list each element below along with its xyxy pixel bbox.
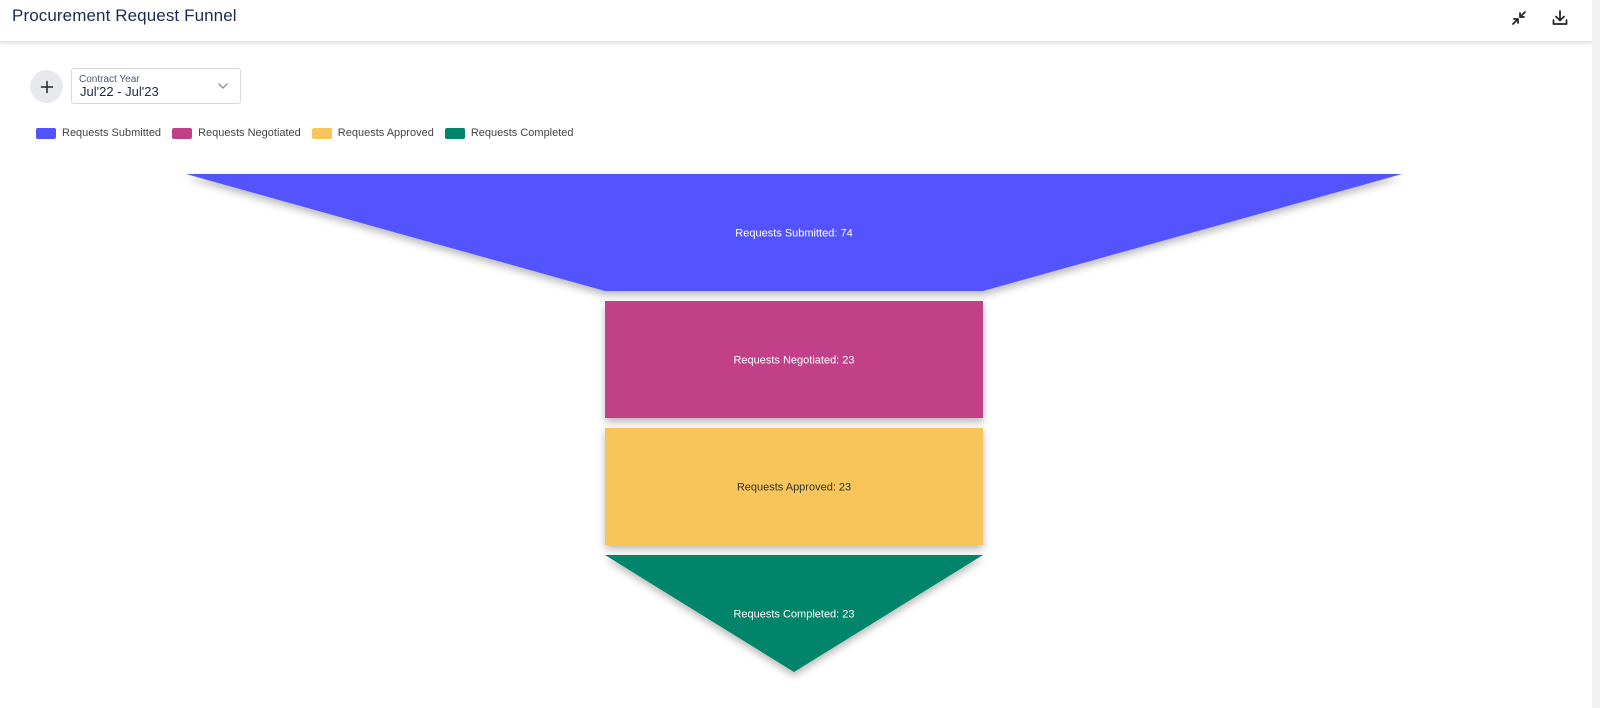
page-title: Procurement Request Funnel [12,6,237,25]
legend-item-approved[interactable]: Requests Approved [311,127,434,139]
collapse-arrows-icon [1512,11,1526,25]
legend-label: Requests Negotiated [198,127,301,139]
funnel-segment-2[interactable] [605,301,983,418]
chart-legend: Requests Submitted Requests Negotiated R… [36,125,585,141]
legend-label: Requests Approved [337,127,434,139]
legend-swatch [36,127,56,139]
funnel-segment-4[interactable] [605,555,983,672]
plus-icon [40,80,53,93]
legend-swatch [172,127,193,139]
funnel-segment-label-3: Requests Approved: 23 [737,482,851,494]
funnel-segment-1[interactable] [186,174,1402,291]
panel-header: Procurement Request Funnel [0,0,1592,42]
funnel-segment-label-1: Requests Submitted: 74 [735,228,852,240]
legend-label: Requests Submitted [62,127,162,139]
download-button[interactable] [1548,6,1572,30]
legend-label: Requests Completed [470,127,574,139]
scrollbar[interactable] [1592,0,1600,708]
funnel-segment-label-4: Requests Completed: 23 [733,609,854,621]
funnel-segment-3[interactable] [605,428,983,545]
legend-item-negotiated[interactable]: Requests Negotiated [172,127,301,139]
funnel-segment-label-2: Requests Negotiated: 23 [733,355,854,367]
collapse-button[interactable] [1507,6,1531,30]
contract-year-value: Jul'22 - Jul'23 [80,84,159,99]
legend-swatch [311,127,332,139]
download-icon [1552,10,1568,25]
legend-item-submitted[interactable]: Requests Submitted [36,127,161,139]
add-filter-button[interactable] [30,70,63,103]
contract-year-label: Contract Year [79,74,140,85]
legend-swatch [444,127,465,139]
legend-item-completed[interactable]: Requests Completed [444,127,574,139]
chevron-down-icon [218,83,228,89]
contract-year-select[interactable]: Contract Year Jul'22 - Jul'23 [71,68,241,104]
